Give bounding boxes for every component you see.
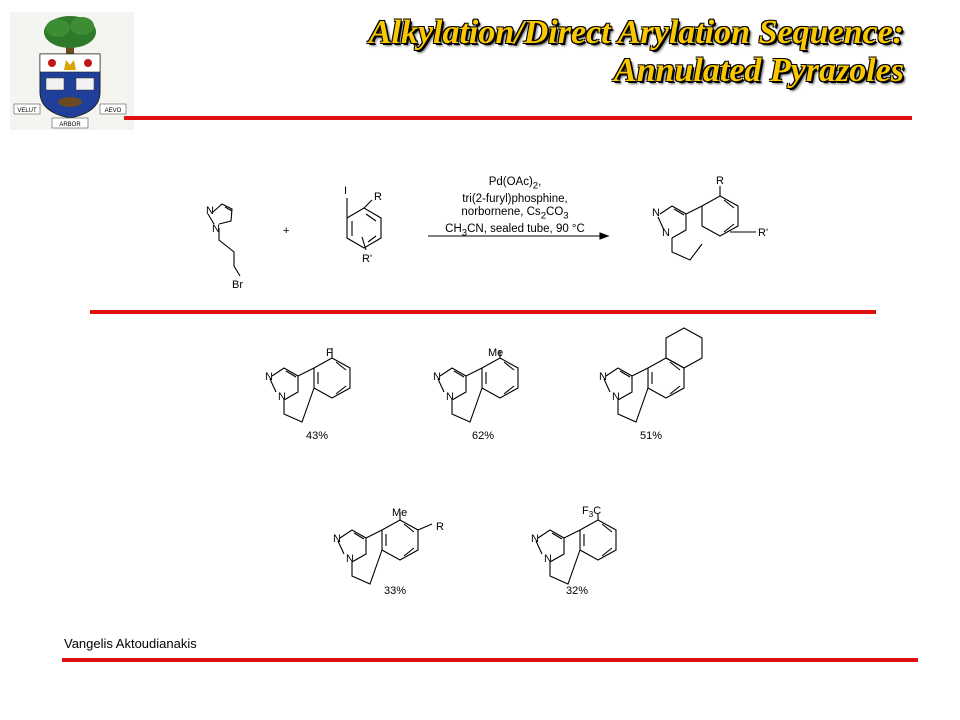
atom-n: N	[544, 553, 552, 565]
substituent-r: R	[374, 191, 382, 203]
condition-ligand: tri(2-furyl)phosphine,	[462, 192, 568, 205]
slide-title-line2: Annulated Pyrazoles	[614, 52, 904, 89]
title-rule	[124, 116, 912, 120]
reagent-bromoethylpyrazole	[207, 203, 241, 277]
university-crest-logo: VELUT AEVO ARBOR	[10, 12, 134, 130]
atom-n: N	[652, 207, 660, 219]
slide-title: Alkylation/Direct Arylation Sequence: An…	[144, 14, 904, 90]
atom-n: N	[662, 227, 670, 239]
atom-n: N	[446, 391, 454, 403]
example-methyl-r: Me R N N	[333, 507, 444, 585]
atom-br: Br	[232, 279, 243, 291]
atom-n: N	[346, 553, 354, 565]
yield-label: 33%	[384, 585, 407, 597]
atom-n: N	[531, 533, 539, 545]
substituent-rprime: R'	[362, 253, 372, 265]
substituent-cf3: F3C	[582, 505, 601, 519]
example-fluoro: F N N	[265, 347, 351, 423]
example-methyl: Me N N	[433, 347, 519, 423]
atom-n: N	[612, 391, 620, 403]
atom-n: N	[265, 371, 273, 383]
substituent-rprime: R'	[758, 227, 768, 239]
yield-label: 51%	[640, 430, 663, 442]
example-naphthyl: N N	[599, 327, 703, 423]
footer-rule	[62, 658, 918, 662]
author-footer: Vangelis Aktoudianakis	[64, 636, 197, 651]
substituent-r: R	[436, 521, 444, 533]
atom-n: N	[333, 533, 341, 545]
condition-catalyst: Pd(OAc)	[488, 176, 533, 188]
example-trifluoromethyl: F3C N N	[531, 505, 617, 585]
scheme-divider	[90, 310, 876, 314]
atom-n: N	[206, 205, 214, 217]
slide-title-line1: Alkylation/Direct Arylation Sequence:	[368, 14, 904, 51]
reaction-conditions: Pd(OAc)2, tri(2-furyl)phosphine, norborn…	[420, 176, 610, 240]
substituent-me: Me	[488, 347, 503, 359]
atom-n: N	[433, 371, 441, 383]
reagent-aryl-iodide	[346, 198, 382, 251]
yield-label: 43%	[306, 430, 329, 442]
condition-additive: norbornene, Cs	[461, 206, 541, 219]
condition-solvent: CH	[445, 223, 462, 236]
university-crest-icon: VELUT AEVO ARBOR	[10, 12, 134, 130]
motto-right: AEVO	[105, 108, 122, 114]
yield-label: 32%	[566, 585, 589, 597]
substituent-me: Me	[392, 507, 407, 519]
atom-n: N	[278, 391, 286, 403]
atom-n: N	[212, 223, 220, 235]
motto-left: VELUT	[17, 108, 37, 114]
atom-i: I	[344, 185, 347, 197]
motto-bottom: ARBOR	[59, 122, 81, 128]
yield-label: 62%	[472, 430, 495, 442]
substituent-f: F	[326, 347, 333, 359]
plus-sign: +	[283, 225, 289, 237]
atom-n: N	[599, 371, 607, 383]
substituent-r: R	[716, 175, 724, 187]
reaction-product	[657, 186, 756, 261]
